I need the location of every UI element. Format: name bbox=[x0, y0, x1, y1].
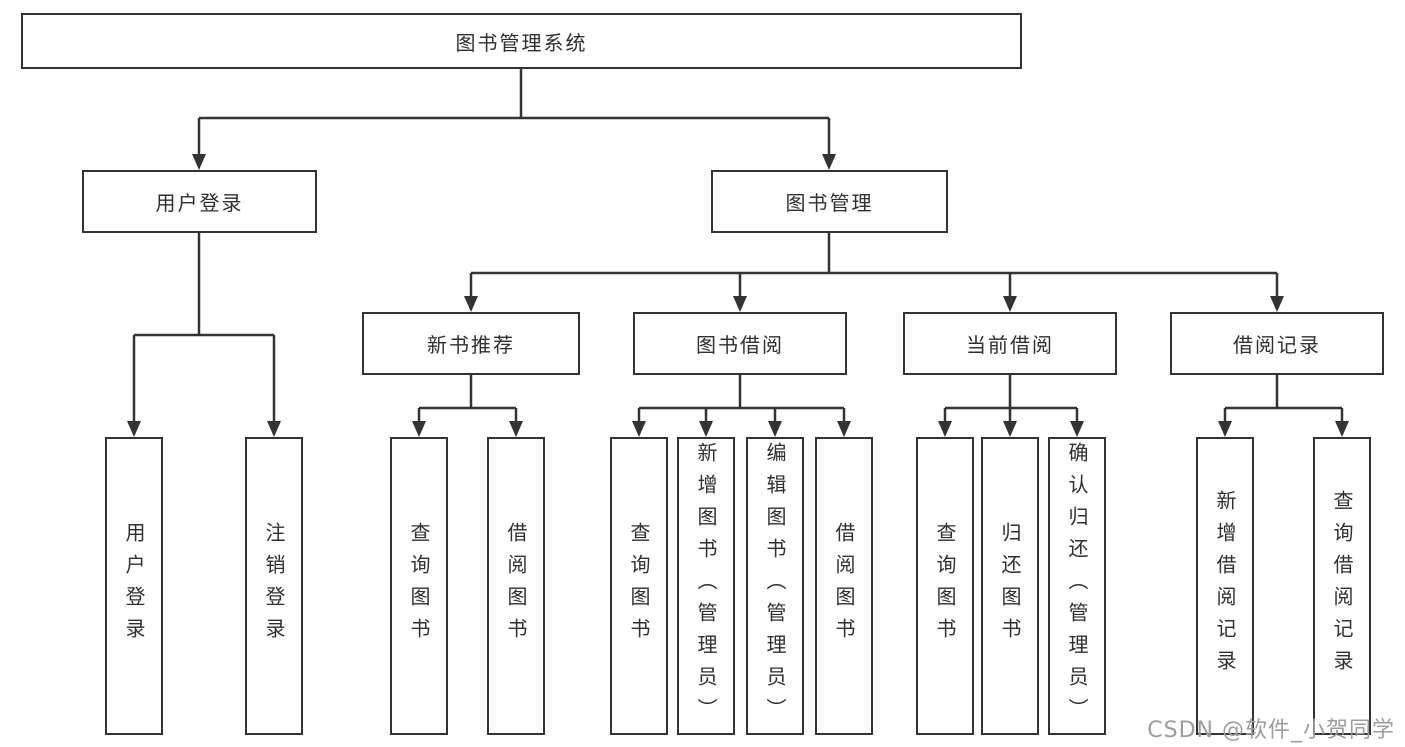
leaf-query-borrow-record: 查询借阅记录 bbox=[1313, 437, 1371, 735]
leaf-add-borrow-record-label: 新增借阅记录 bbox=[1213, 490, 1237, 682]
leaf-borrow-books-label: 借阅图书 bbox=[832, 522, 856, 650]
csdn-watermark: CSDN @软件_小贺同学 bbox=[1147, 718, 1395, 743]
leaf-logout: 注销登录 bbox=[245, 437, 303, 735]
node-current-borrowing: 当前借阅 bbox=[903, 312, 1117, 375]
node-new-book-recommend: 新书推荐 bbox=[362, 312, 580, 375]
leaf-query-borrow-record-label: 查询借阅记录 bbox=[1330, 490, 1354, 682]
leaf-return-books-label: 归还图书 bbox=[998, 522, 1022, 650]
leaf-confirm-return-admin: 确认归还（管理员） bbox=[1048, 437, 1106, 735]
node-book-borrowing: 图书借阅 bbox=[633, 312, 847, 375]
node-user-login: 用户登录 bbox=[82, 170, 317, 233]
leaf-query-books-recommend-label: 查询图书 bbox=[407, 522, 431, 650]
node-root: 图书管理系统 bbox=[21, 13, 1022, 69]
node-user-login-label: 用户登录 bbox=[155, 191, 244, 215]
leaf-edit-books-admin: 编辑图书（管理员） bbox=[746, 437, 804, 735]
leaf-add-borrow-record: 新增借阅记录 bbox=[1196, 437, 1254, 735]
node-book-management-label: 图书管理 bbox=[785, 191, 874, 215]
node-borrow-records-label: 借阅记录 bbox=[1233, 333, 1321, 357]
leaf-return-books: 归还图书 bbox=[981, 437, 1039, 735]
leaf-borrow-books: 借阅图书 bbox=[815, 437, 873, 735]
node-book-borrowing-label: 图书借阅 bbox=[696, 333, 784, 357]
leaf-borrow-books-recommend-label: 借阅图书 bbox=[504, 522, 528, 650]
leaf-confirm-return-admin-label: 确认归还（管理员） bbox=[1065, 442, 1089, 730]
node-book-management: 图书管理 bbox=[711, 170, 948, 233]
leaf-add-books-admin: 新增图书（管理员） bbox=[677, 437, 735, 735]
leaf-query-books-borrow: 查询图书 bbox=[610, 437, 668, 735]
leaf-edit-books-admin-label: 编辑图书（管理员） bbox=[763, 442, 787, 730]
node-borrow-records: 借阅记录 bbox=[1170, 312, 1384, 375]
node-root-label: 图书管理系统 bbox=[455, 30, 588, 55]
leaf-query-books-current: 查询图书 bbox=[916, 437, 974, 735]
leaf-query-books-borrow-label: 查询图书 bbox=[627, 522, 651, 650]
leaf-borrow-books-recommend: 借阅图书 bbox=[487, 437, 545, 735]
node-current-borrowing-label: 当前借阅 bbox=[966, 333, 1054, 357]
leaf-user-login: 用户登录 bbox=[105, 437, 163, 735]
leaf-user-login-label: 用户登录 bbox=[122, 522, 146, 650]
node-new-book-recommend-label: 新书推荐 bbox=[427, 333, 515, 357]
leaf-query-books-recommend: 查询图书 bbox=[390, 437, 448, 735]
leaf-add-books-admin-label: 新增图书（管理员） bbox=[694, 442, 718, 730]
leaf-query-books-current-label: 查询图书 bbox=[933, 522, 957, 650]
leaf-logout-label: 注销登录 bbox=[262, 522, 286, 650]
